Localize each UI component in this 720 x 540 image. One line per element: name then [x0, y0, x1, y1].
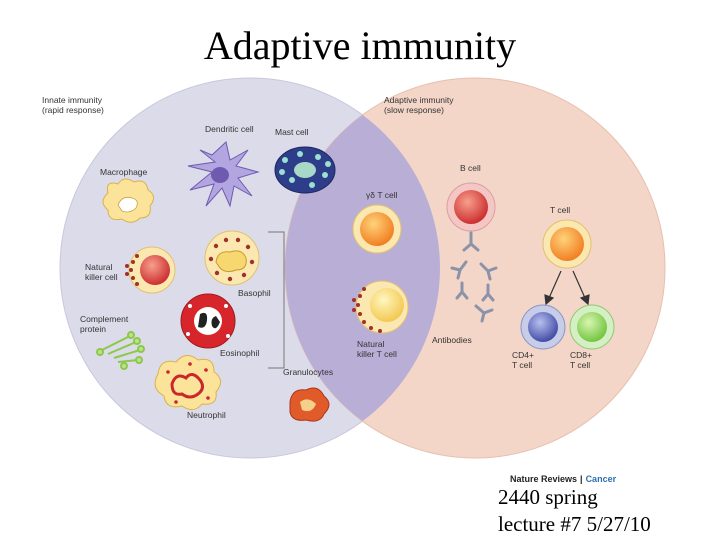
- page-title: Adaptive immunity: [203, 23, 517, 68]
- gamma-delta-t-cell-icon: [352, 204, 402, 254]
- footer-lecture: lecture #7 5/27/10: [498, 512, 651, 536]
- eosinophil-label: Eosinophil: [220, 348, 259, 358]
- nkt-cell-icon: [352, 280, 409, 334]
- natural-killer-cell-icon: [125, 246, 176, 294]
- gamma-delta-t-cell-label: γδ T cell: [366, 190, 398, 200]
- cd4-t-cell-icon: [520, 304, 566, 350]
- cd8-t-cell-label: CD8+T cell: [570, 350, 592, 370]
- macrophage-label: Macrophage: [100, 167, 148, 177]
- t-cell-icon: [542, 219, 592, 269]
- granulocytes-bracket: [268, 231, 285, 369]
- cd8-t-cell-icon: [569, 304, 615, 350]
- basophil-icon: [204, 230, 260, 286]
- b-cell-label: B cell: [460, 163, 481, 173]
- journal-credit: Nature Reviews|Cancer: [510, 474, 617, 484]
- innate-heading: Innate immunity(rapid response): [42, 95, 104, 115]
- mast-cell-icon: [274, 146, 336, 194]
- mast-cell-label: Mast cell: [275, 127, 309, 137]
- basophil-label: Basophil: [238, 288, 271, 298]
- granulocyte-icon: [289, 387, 330, 422]
- antibodies-label: Antibodies: [432, 335, 472, 345]
- complement-protein-icon: [96, 331, 145, 370]
- dendritic-cell-icon: [187, 141, 260, 208]
- adaptive-heading: Adaptive immunity(slow response): [384, 95, 454, 115]
- overlap-region: [285, 78, 440, 458]
- t-cell-label: T cell: [550, 205, 570, 215]
- neutrophil-label: Neutrophil: [187, 410, 226, 420]
- eosinophil-icon: [180, 293, 236, 349]
- t-cell-differentiation-arrows: [544, 270, 590, 306]
- macrophage-icon: [102, 178, 154, 223]
- footer-course: 2440 spring: [498, 485, 598, 509]
- cd4-t-cell-label: CD4+T cell: [512, 350, 534, 370]
- neutrophil-icon: [154, 355, 221, 410]
- b-cell-icon: [446, 182, 496, 232]
- antibodies-icon: [450, 231, 498, 323]
- granulocytes-label: Granulocytes: [283, 367, 333, 377]
- dendritic-cell-label: Dendritic cell: [205, 124, 254, 134]
